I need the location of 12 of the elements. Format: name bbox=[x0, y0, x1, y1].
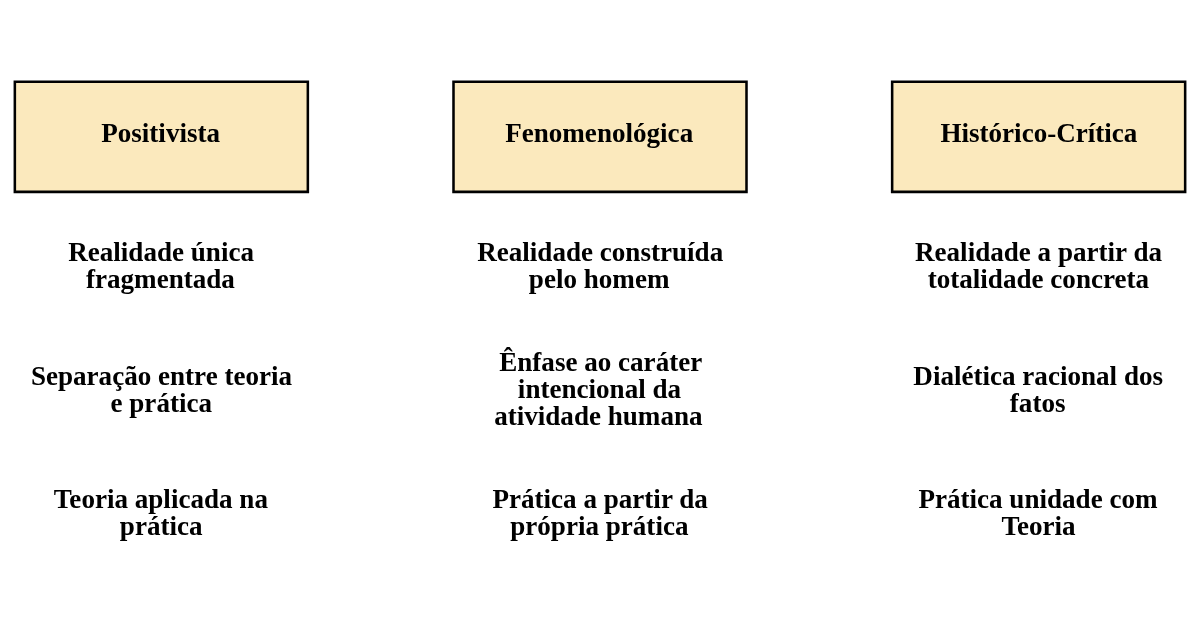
node-label: Realidade a partir da totalidade concreta bbox=[915, 236, 1163, 294]
node-label: Realidade única fragmentada bbox=[68, 236, 254, 294]
node-label: Separação entre teoria e prática bbox=[30, 360, 293, 418]
node-label: Teoria aplicada na prática bbox=[53, 483, 268, 541]
node-label: Prática a partir da própria prática bbox=[492, 483, 708, 541]
node-label: Prática unidade com Teoria bbox=[918, 483, 1158, 541]
node-box: Positivista bbox=[13, 80, 310, 193]
node-label: Dialética racional dos fatos bbox=[913, 360, 1164, 418]
node-box: Histórico-Crítica bbox=[890, 80, 1187, 193]
node-box: Fenomenológica bbox=[452, 80, 748, 193]
node-label: Realidade construída pelo homem bbox=[477, 236, 724, 294]
node-label: Ênfase ao caráter intencional da atividade humana bbox=[494, 346, 703, 431]
